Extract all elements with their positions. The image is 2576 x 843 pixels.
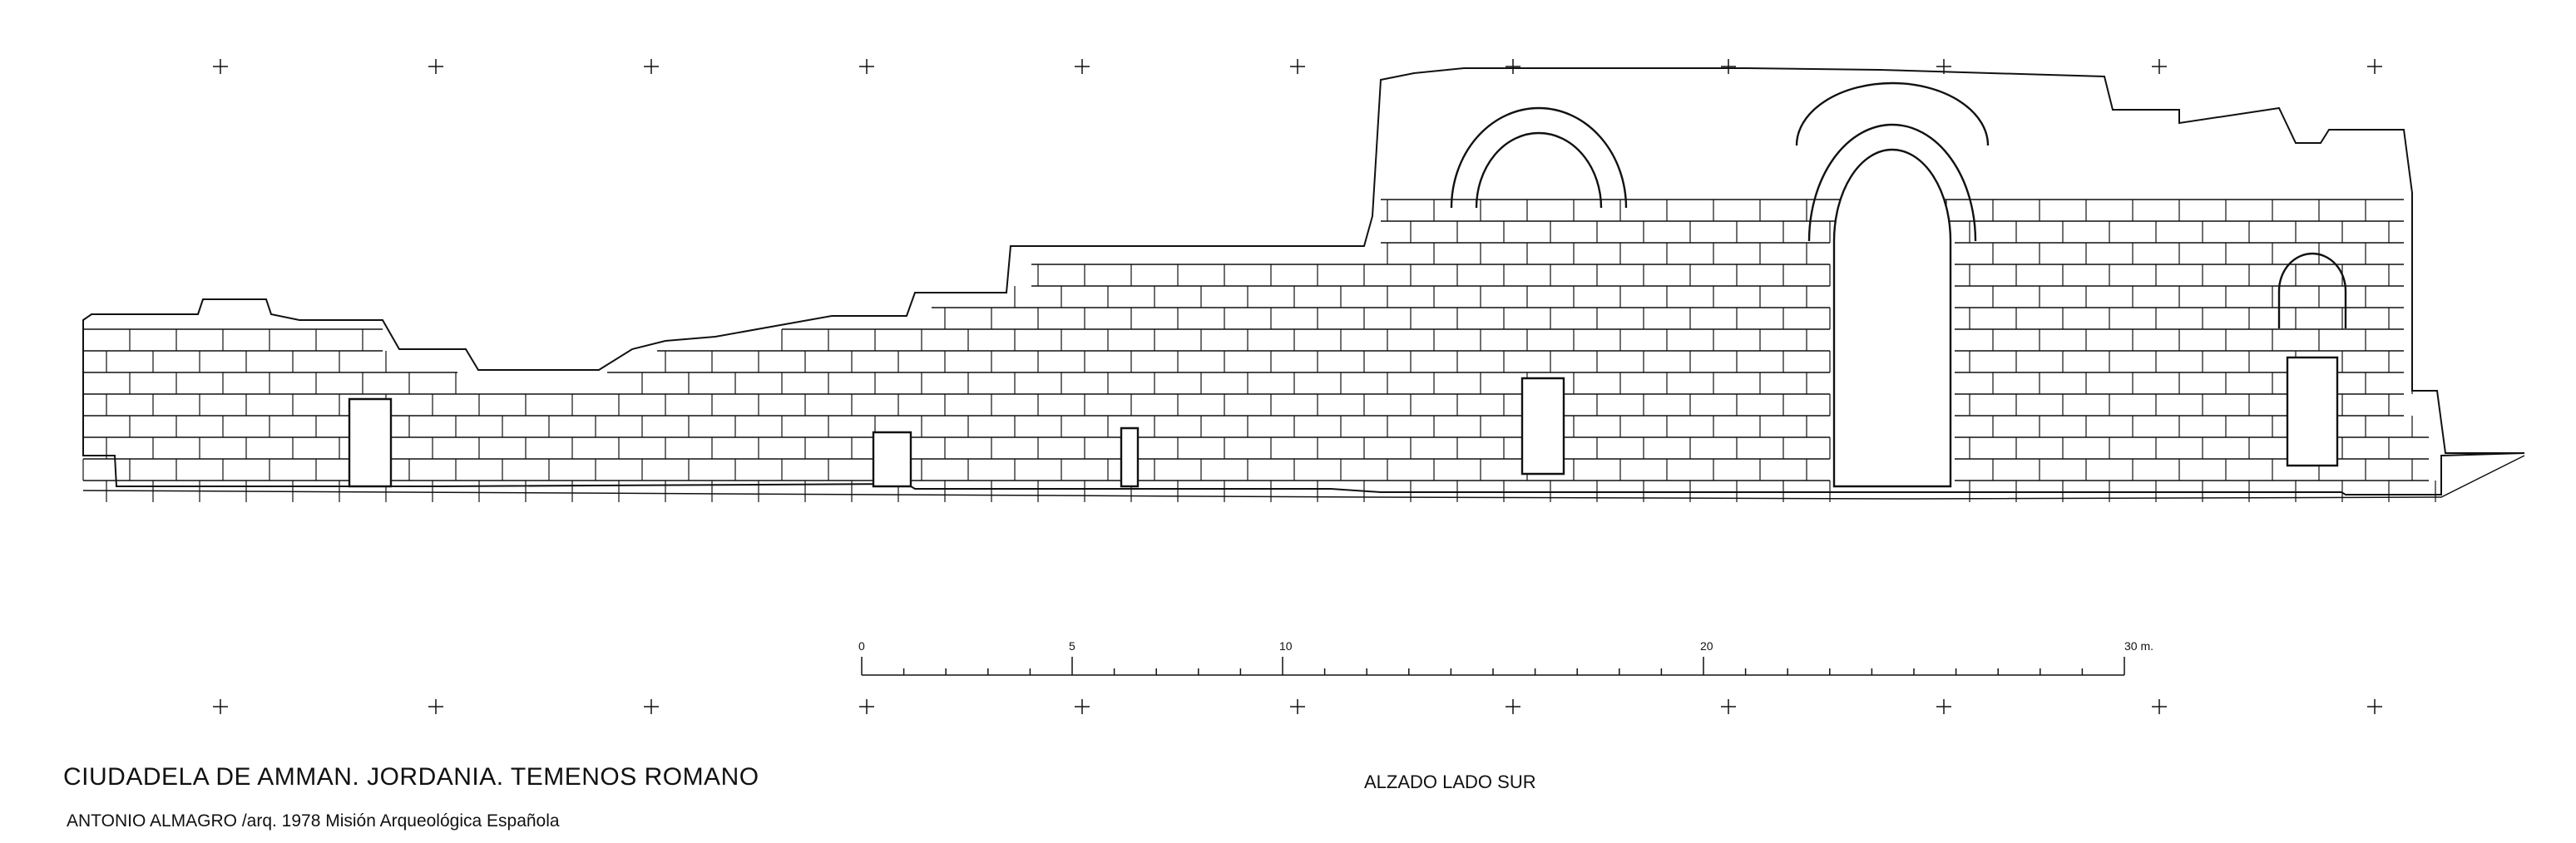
right-small-opening: [2286, 356, 2339, 467]
grid-cross: [1936, 699, 1951, 714]
central-recess: [1120, 426, 1140, 488]
right-small-arch: [2277, 252, 2347, 328]
grid-cross: [2152, 699, 2167, 714]
wall-outline: [82, 67, 2525, 495]
upper-left-arch: [1450, 106, 1628, 209]
scale-labels: 0 5 10 20 30 m.: [858, 639, 2153, 653]
grid-cross: [859, 59, 874, 74]
grid-cross: [1290, 699, 1305, 714]
grid-cross: [644, 699, 659, 714]
author-credit: ANTONIO ALMAGRO /arq. 1978 Misión Arqueo…: [67, 811, 560, 831]
grid-cross: [1721, 699, 1736, 714]
grid-cross: [428, 59, 443, 74]
drawing-title: CIUDADELA DE AMMAN. JORDANIA. TEMENOS RO…: [63, 763, 759, 791]
scale-label: 0: [858, 639, 865, 653]
small-left-gap: [872, 431, 912, 488]
left-doorway: [1520, 377, 1565, 476]
survey-grid-crosses: [213, 59, 2382, 714]
grid-cross: [1721, 59, 1736, 74]
grid-cross: [859, 699, 874, 714]
upper-left-arch-inner: [1475, 131, 1603, 209]
grid-cross: [644, 59, 659, 74]
masonry-courses: [83, 199, 2429, 481]
grid-cross: [1506, 699, 1520, 714]
main-arch-voussoirs-outer: [1807, 123, 1977, 242]
main-arch-opening: [1832, 148, 1952, 488]
grid-cross: [2152, 59, 2167, 74]
scale-label: 10: [1279, 639, 1293, 653]
temenos-wall: [82, 67, 2525, 502]
grid-cross: [2367, 59, 2382, 74]
grid-cross: [213, 59, 228, 74]
grid-cross: [1290, 59, 1305, 74]
scale-ticks: [861, 657, 2125, 675]
grid-cross: [213, 699, 228, 714]
scale-label: 30 m.: [2124, 639, 2153, 653]
grid-cross: [2367, 699, 2382, 714]
scale-bar: [861, 657, 2125, 676]
scale-label: 5: [1069, 639, 1075, 653]
ground-line: [82, 455, 2525, 500]
grid-cross: [1075, 59, 1090, 74]
scale-label: 20: [1700, 639, 1713, 653]
far-left-gap: [348, 397, 393, 488]
wall-openings: [348, 81, 2347, 488]
grid-cross: [1075, 699, 1090, 714]
grid-cross: [1506, 59, 1520, 74]
grid-cross: [428, 699, 443, 714]
main-arch-ring: [1795, 81, 1990, 146]
view-label: ALZADO LADO SUR: [1364, 772, 1536, 792]
